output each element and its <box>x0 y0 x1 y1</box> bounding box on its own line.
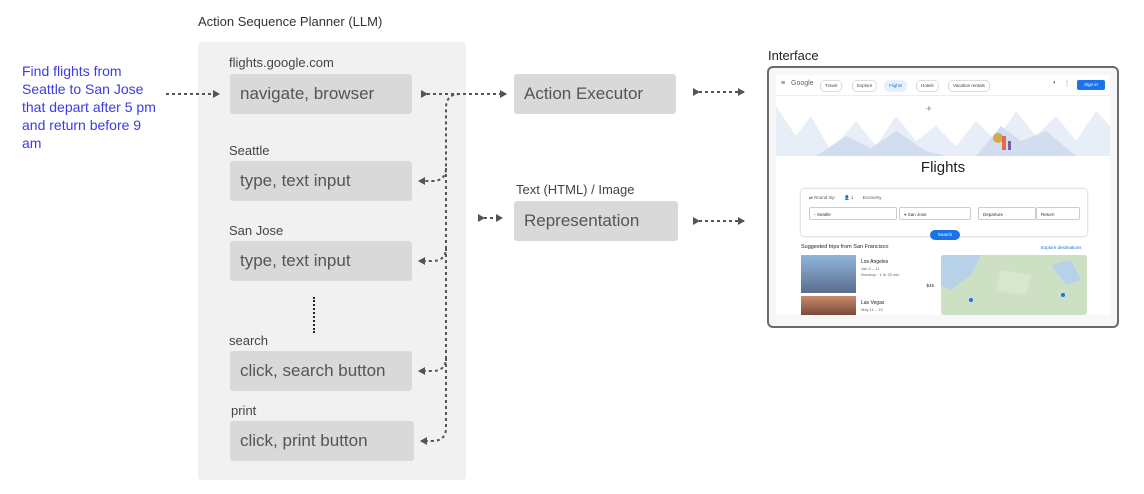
interface-frame: ≡ Google Travel Explore Flights Hotels V… <box>767 66 1119 328</box>
return-field: Return <box>1036 207 1080 220</box>
flights-heading: Flights <box>920 159 966 176</box>
apps-icon: ⋮ <box>1064 81 1070 87</box>
origin-field: ◦ Seattle <box>809 207 897 220</box>
google-logo: Google <box>791 80 814 87</box>
representation-caption: Text (HTML) / Image <box>516 182 635 197</box>
ellipsis-dots <box>313 297 315 333</box>
hero-illustration: ✈ <box>776 96 1110 156</box>
nav-chip-explore: Explore <box>852 80 878 92</box>
card-detail: Nonstop · 1 hr 33 min <box>861 272 900 277</box>
round-trip-icon: ⇄ <box>809 195 815 200</box>
search-card: ⇄ Round trip 👤 1 Economy ◦ Seattle ⌖ San… <box>801 189 1087 236</box>
card-dates: Jan 3 – 11 <box>861 266 880 271</box>
destination-field: ⌖ San Jose <box>899 207 971 220</box>
map-preview <box>941 255 1087 315</box>
planner-title: Action Sequence Planner (LLM) <box>198 14 383 29</box>
interface-title: Interface <box>768 48 819 63</box>
nav-chip-flights: Flights <box>884 80 908 92</box>
representation-box: Representation <box>514 201 678 241</box>
step-label-url: flights.google.com <box>229 55 334 70</box>
card-dates: May 11 – 15 <box>861 307 883 312</box>
nav-chip-travel: Travel <box>820 80 843 92</box>
card-city: Los Angeles <box>861 259 889 265</box>
task-description: Find flights from Seattle to San Jose th… <box>22 63 156 151</box>
suggested-trips-heading: Suggested trips from San Francisco <box>801 244 889 250</box>
passenger-icon: 👤 <box>844 195 851 200</box>
trip-type: Round trip <box>814 195 835 200</box>
step-label-search: search <box>229 333 269 348</box>
las-vegas-image <box>801 296 856 315</box>
trip-card-las-vegas: Las Vegas May 11 – 15 <box>801 296 938 315</box>
google-topbar: ≡ Google Travel Explore Flights Hotels V… <box>776 75 1110 96</box>
google-flights-screenshot: ≡ Google Travel Explore Flights Hotels V… <box>776 75 1110 315</box>
svg-text:✈: ✈ <box>926 106 932 113</box>
action-executor-box: Action Executor <box>514 74 676 114</box>
passenger-count: 1 <box>850 195 854 200</box>
step-label-san-jose: San Jose <box>229 223 284 238</box>
map-illustration <box>941 255 1087 315</box>
nav-chip-hotels: Hotels <box>916 80 939 92</box>
step-label-seattle: Seattle <box>229 143 270 158</box>
theme-icon: ◐ <box>1053 80 1057 86</box>
search-button: Search <box>930 230 960 240</box>
cabin-class: Economy <box>862 195 882 200</box>
card-price: $45 <box>926 283 934 288</box>
sign-in-button: Sign in <box>1077 80 1105 90</box>
action-type-seattle-box: type, text input <box>230 161 412 201</box>
trip-card-los-angeles: Los Angeles Jan 3 – 11 Nonstop · 1 hr 33… <box>801 255 938 293</box>
action-navigate-box: navigate, browser <box>230 74 412 114</box>
card-city: Las Vegas <box>861 300 885 306</box>
departure-field: Departure <box>978 207 1036 220</box>
action-click-print-box: click, print button <box>230 421 414 461</box>
explore-destinations-link: Explore destinations <box>1041 245 1082 250</box>
nav-chip-vacation-rentals: Vacation rentals <box>948 80 990 92</box>
menu-icon: ≡ <box>781 80 786 87</box>
step-label-print: print <box>231 403 257 418</box>
los-angeles-image <box>801 255 856 293</box>
action-click-search-box: click, search button <box>230 351 412 391</box>
trip-options-row: ⇄ Round trip 👤 1 Economy <box>809 195 881 201</box>
action-type-san-jose-box: type, text input <box>230 241 412 281</box>
